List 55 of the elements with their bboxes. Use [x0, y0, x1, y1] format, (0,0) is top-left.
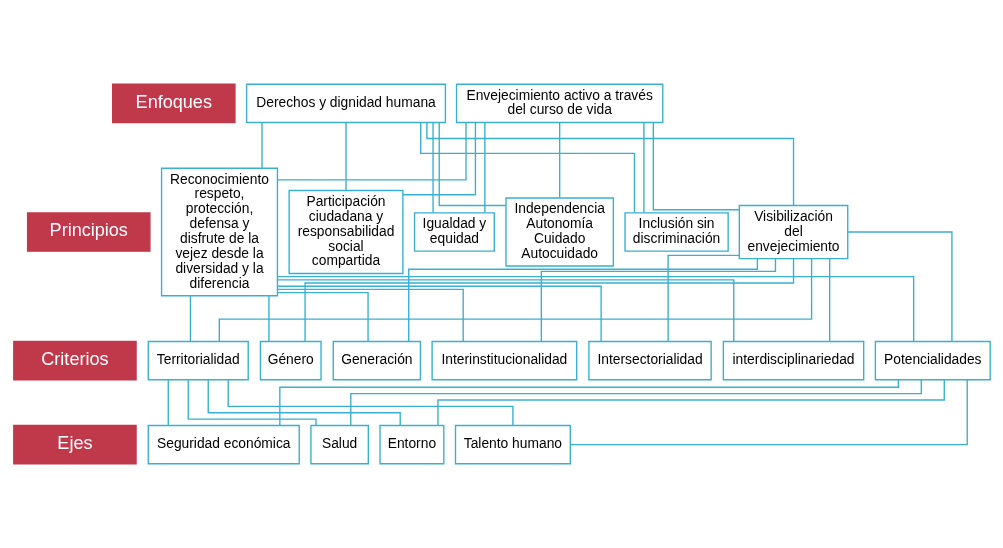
- connector: [187, 379, 317, 426]
- node-box: Visibilización del envejecimiento: [738, 204, 848, 260]
- connector: [167, 379, 169, 426]
- node-box: Potencialidades: [874, 340, 991, 381]
- connector: [483, 121, 486, 214]
- connector: [652, 122, 740, 211]
- node-box: Ejes: [12, 424, 137, 465]
- node-box: Género: [259, 340, 322, 381]
- connector: [276, 275, 914, 342]
- connector: [642, 121, 645, 214]
- connector: [276, 291, 369, 342]
- connector: [276, 122, 467, 181]
- connector: [425, 121, 794, 206]
- connector: [227, 379, 514, 426]
- node-box: Entorno: [378, 424, 444, 465]
- node-box: Seguridad económica: [147, 424, 300, 465]
- connector: [666, 254, 740, 342]
- node-box: Criterios: [12, 340, 137, 381]
- connector: [218, 257, 812, 343]
- node-box: Participación ciudadana y responsabilidad social compartida: [287, 189, 404, 275]
- connector: [436, 379, 945, 427]
- connector: [846, 231, 953, 343]
- connector: [419, 121, 635, 214]
- connector: [540, 258, 776, 342]
- node-box: Principios: [26, 212, 151, 252]
- node-box: Derechos y dignidad humana: [245, 83, 446, 124]
- connector: [276, 288, 464, 342]
- node-box: Talento humano: [454, 424, 571, 465]
- connector: [207, 379, 401, 426]
- connector: [303, 258, 794, 343]
- connector: [431, 121, 434, 214]
- connector: [569, 379, 968, 446]
- node-box: Territorialidad: [147, 340, 249, 381]
- connector: [401, 122, 476, 196]
- connector: [828, 257, 830, 342]
- connector: [260, 121, 263, 169]
- connector: [276, 285, 602, 343]
- connector: [344, 121, 347, 192]
- connector: [438, 121, 506, 207]
- node-box: Generación: [332, 340, 421, 381]
- connector: [558, 121, 560, 199]
- connector: [267, 295, 270, 342]
- node-box: Igualdad y equidad: [413, 212, 495, 252]
- node-box: Inclusión sin discriminación: [623, 212, 729, 252]
- node-box: Salud: [309, 424, 369, 465]
- node-box: Interinstitucionalidad: [430, 340, 577, 381]
- node-box: Reconocimiento respeto, protección, defensa y disfrute de la vejez desde la diversidad y la diferencia: [160, 167, 278, 297]
- node-box: Intersectorialidad: [587, 340, 712, 381]
- connector: [189, 295, 191, 342]
- connector: [276, 279, 734, 343]
- node-box: interdisciplinariedad: [722, 340, 864, 381]
- connector: [407, 257, 758, 342]
- node-box: Enfoques: [111, 83, 236, 124]
- node-box: Independencia Autonomía Cuidado Autocuidado: [504, 197, 614, 267]
- node-box: Envejecimiento activo a través del curso de vida: [455, 83, 663, 124]
